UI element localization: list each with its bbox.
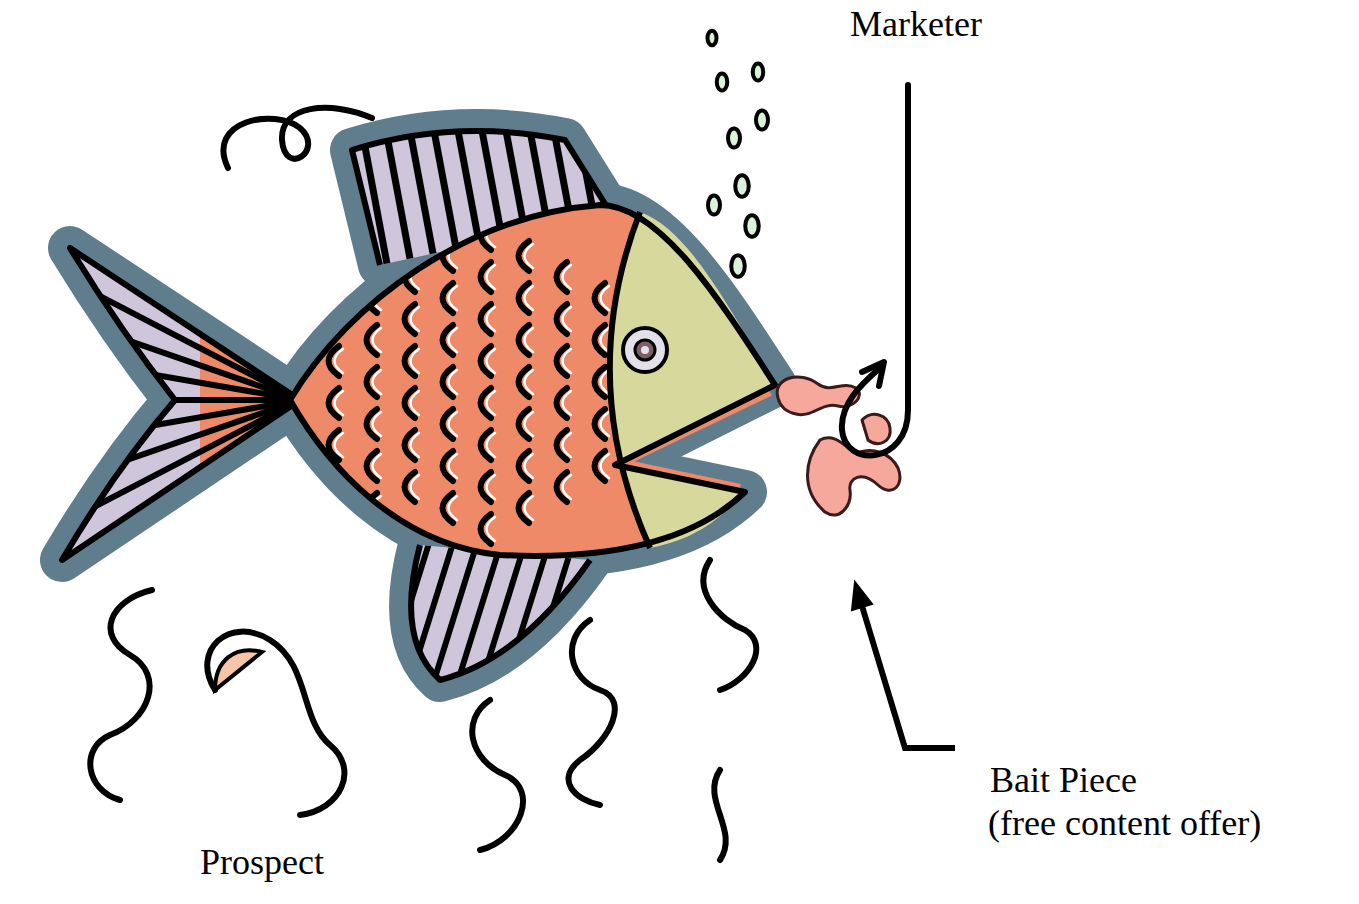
- bubbles: [708, 31, 769, 277]
- tail-fin: [40, 220, 300, 580]
- fish-shadow: [62, 131, 775, 680]
- leader-arrow: [852, 582, 955, 748]
- label-text: Prospect: [200, 842, 324, 883]
- label-text: Marketer: [850, 4, 982, 45]
- label-text: (free content offer): [988, 803, 1261, 844]
- fishing-hook: [842, 85, 908, 455]
- water-squiggles: [90, 108, 756, 860]
- label-text: Bait Piece: [990, 760, 1137, 801]
- bait-worm: [777, 377, 900, 515]
- fish-body: [290, 205, 775, 556]
- shell: [215, 650, 262, 690]
- pelvic-fin: [380, 540, 646, 700]
